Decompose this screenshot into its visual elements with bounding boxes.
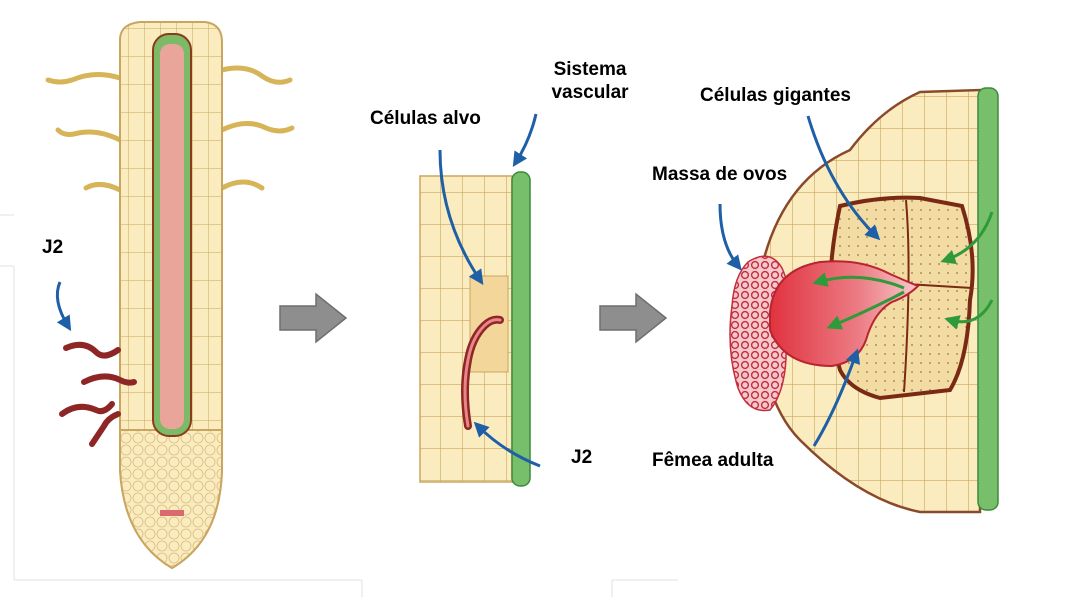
meristem-mark [160, 510, 184, 516]
label-sistema-vascular-line1: Sistema [540, 58, 640, 81]
label-massa-de-ovos: Massa de ovos [652, 163, 787, 186]
label-sistema-vascular-line2: vascular [540, 81, 640, 104]
label-celulas-gigantes: Células gigantes [700, 84, 851, 107]
j2-pointer-arrow [57, 282, 68, 326]
tissue-section [420, 172, 530, 486]
right-arrow-icon [280, 294, 346, 342]
vascular-system-arrow [516, 114, 536, 162]
egg-mass-arrow [720, 204, 738, 266]
label-j2-left: J2 [42, 236, 63, 259]
vascular-strip [512, 172, 530, 486]
root-cap [120, 430, 222, 568]
gall-vascular-strip [978, 88, 998, 510]
label-sistema-vascular: Sistema vascular [540, 58, 640, 104]
right-arrow-icon [600, 294, 666, 342]
frame-lines [0, 215, 678, 597]
root-illustration [48, 22, 292, 568]
stele-pink [160, 44, 184, 429]
label-celulas-alvo: Células alvo [370, 107, 481, 130]
label-j2-middle: J2 [571, 446, 592, 469]
label-femea-adulta: Fêmea adulta [652, 449, 773, 472]
